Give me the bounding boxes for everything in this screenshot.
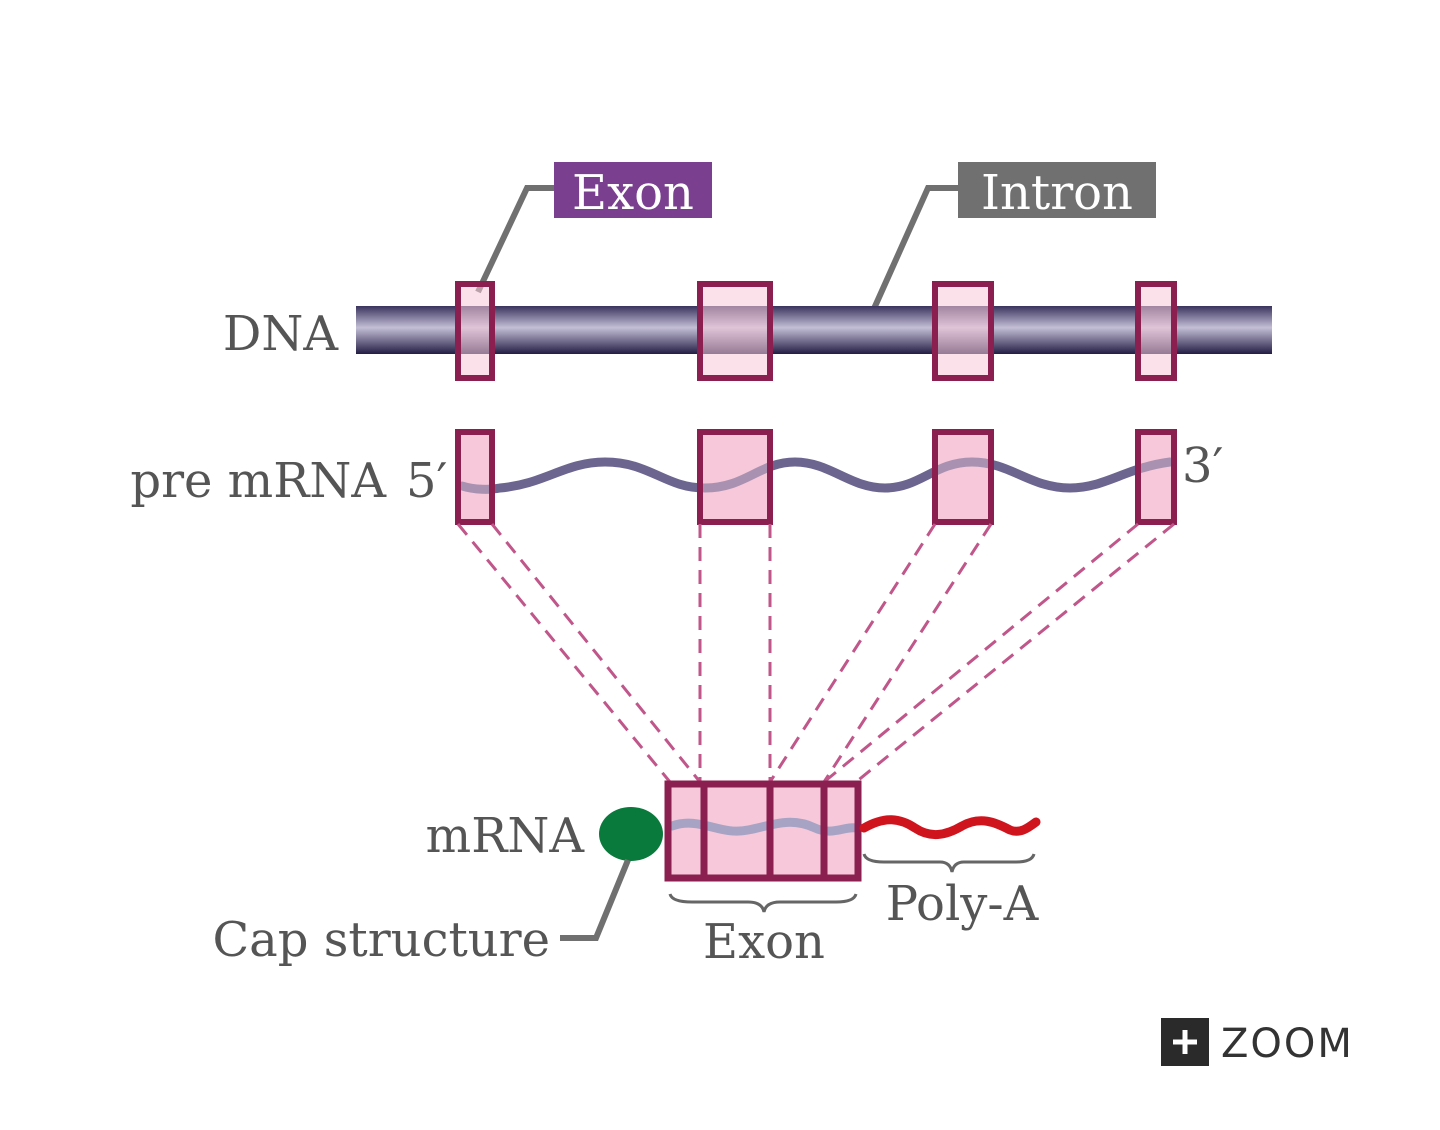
poly-a-tail xyxy=(859,815,1041,839)
pre-mrna-exon-2 xyxy=(697,429,773,525)
cap-structure-label: Cap structure xyxy=(212,912,550,968)
dna-exons xyxy=(455,281,1177,381)
pre-mrna-strand xyxy=(457,457,1175,494)
three-prime-label: 3′ xyxy=(1182,438,1223,494)
pre-mrna-exon-4 xyxy=(1135,429,1177,525)
poly-a-label: Poly-A xyxy=(886,876,1040,932)
exon-badge-label: Exon xyxy=(572,165,694,221)
exon-badge: Exon xyxy=(554,162,712,221)
dna-exon-4 xyxy=(1135,281,1177,381)
exon-bracket xyxy=(668,893,858,913)
mrna-label: mRNA xyxy=(426,808,586,864)
dna-label: DNA xyxy=(223,306,339,362)
cap-leader-line xyxy=(560,858,631,941)
pre-mrna-exon-3 xyxy=(932,429,994,525)
intron-badge: Intron xyxy=(958,162,1156,221)
pre-mrna-exons xyxy=(455,429,1177,525)
pre-mrna-label: pre mRNA xyxy=(130,453,387,509)
five-prime-label: 5′ xyxy=(406,453,447,509)
dna-exon-2 xyxy=(697,281,773,381)
dna-strand xyxy=(356,306,1272,354)
pre-mrna-exon-fills xyxy=(458,432,1174,522)
splicing-guide-lines xyxy=(456,522,1175,784)
exon-bracket-label: Exon xyxy=(703,914,825,970)
mrna-exons xyxy=(664,780,862,882)
intron-leader-line xyxy=(865,185,960,324)
exon-leader-line xyxy=(475,185,556,294)
intron-badge-label: Intron xyxy=(981,165,1133,221)
plus-icon xyxy=(1173,1030,1197,1054)
pre-mrna-exon-1 xyxy=(455,429,495,525)
cap-structure xyxy=(599,807,663,861)
zoom-button[interactable]: ZOOM xyxy=(1161,1018,1354,1067)
zoom-label: ZOOM xyxy=(1221,1021,1354,1067)
dna-exon-3 xyxy=(932,281,994,381)
dna-exon-1 xyxy=(455,281,495,381)
mrna-exon-block xyxy=(664,780,862,882)
poly-a-bracket xyxy=(862,853,1036,873)
